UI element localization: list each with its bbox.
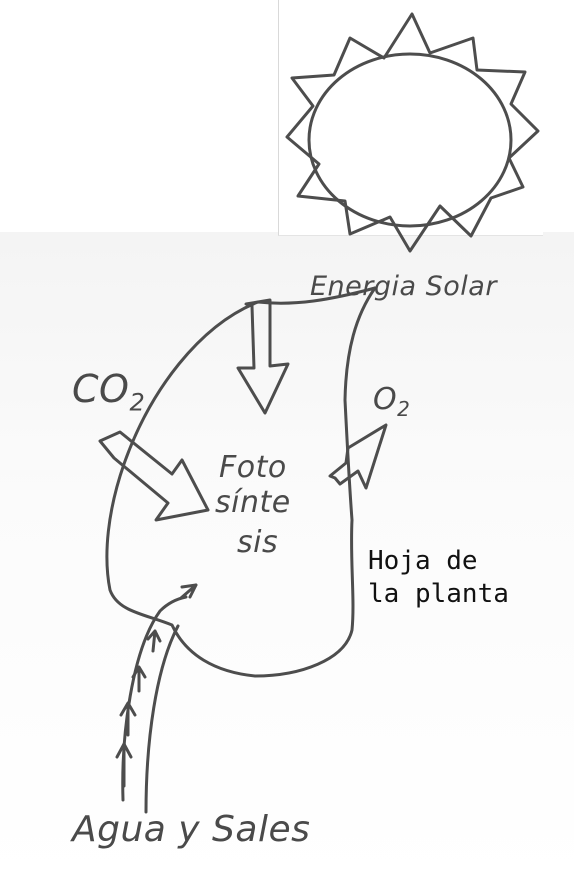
leaf-caption-line-2: la planta (368, 579, 509, 610)
co2-text: CO (72, 367, 130, 411)
energy-arrow (236, 298, 290, 415)
sun-rays (285, 12, 540, 253)
o2-arrow (328, 423, 388, 490)
co2-subscript: 2 (129, 388, 146, 417)
leaf-outline (105, 286, 377, 678)
leaf-caption-line-1: Hoja de (368, 546, 478, 576)
water-tube-inner (144, 624, 180, 814)
o2-subscript: 2 (397, 397, 411, 421)
water-up-arrow-2 (131, 665, 147, 693)
water-up-arrow-4 (115, 742, 133, 788)
o2-label: O2 (373, 382, 411, 421)
sun-disc (307, 52, 513, 228)
leaf-caption: Hoja de la planta (368, 545, 509, 612)
water-up-arrow-3 (119, 701, 137, 737)
paper-background (0, 232, 574, 885)
co2-label: CO2 (72, 370, 145, 415)
sun-icon (285, 12, 540, 253)
co2-arrow (98, 430, 210, 522)
o2-text: O (373, 382, 398, 417)
photosynthesis-line-2: sínte (215, 485, 291, 520)
energy-solar-label: Energia Solar (310, 271, 497, 302)
water-up-arrow-1 (146, 629, 162, 653)
photosynthesis-line-3: sis (237, 525, 279, 560)
photosynthesis-line-1: Foto (219, 450, 287, 485)
water-small-arrow-top (179, 583, 198, 600)
water-salts-label: Agua y Sales (72, 809, 311, 850)
